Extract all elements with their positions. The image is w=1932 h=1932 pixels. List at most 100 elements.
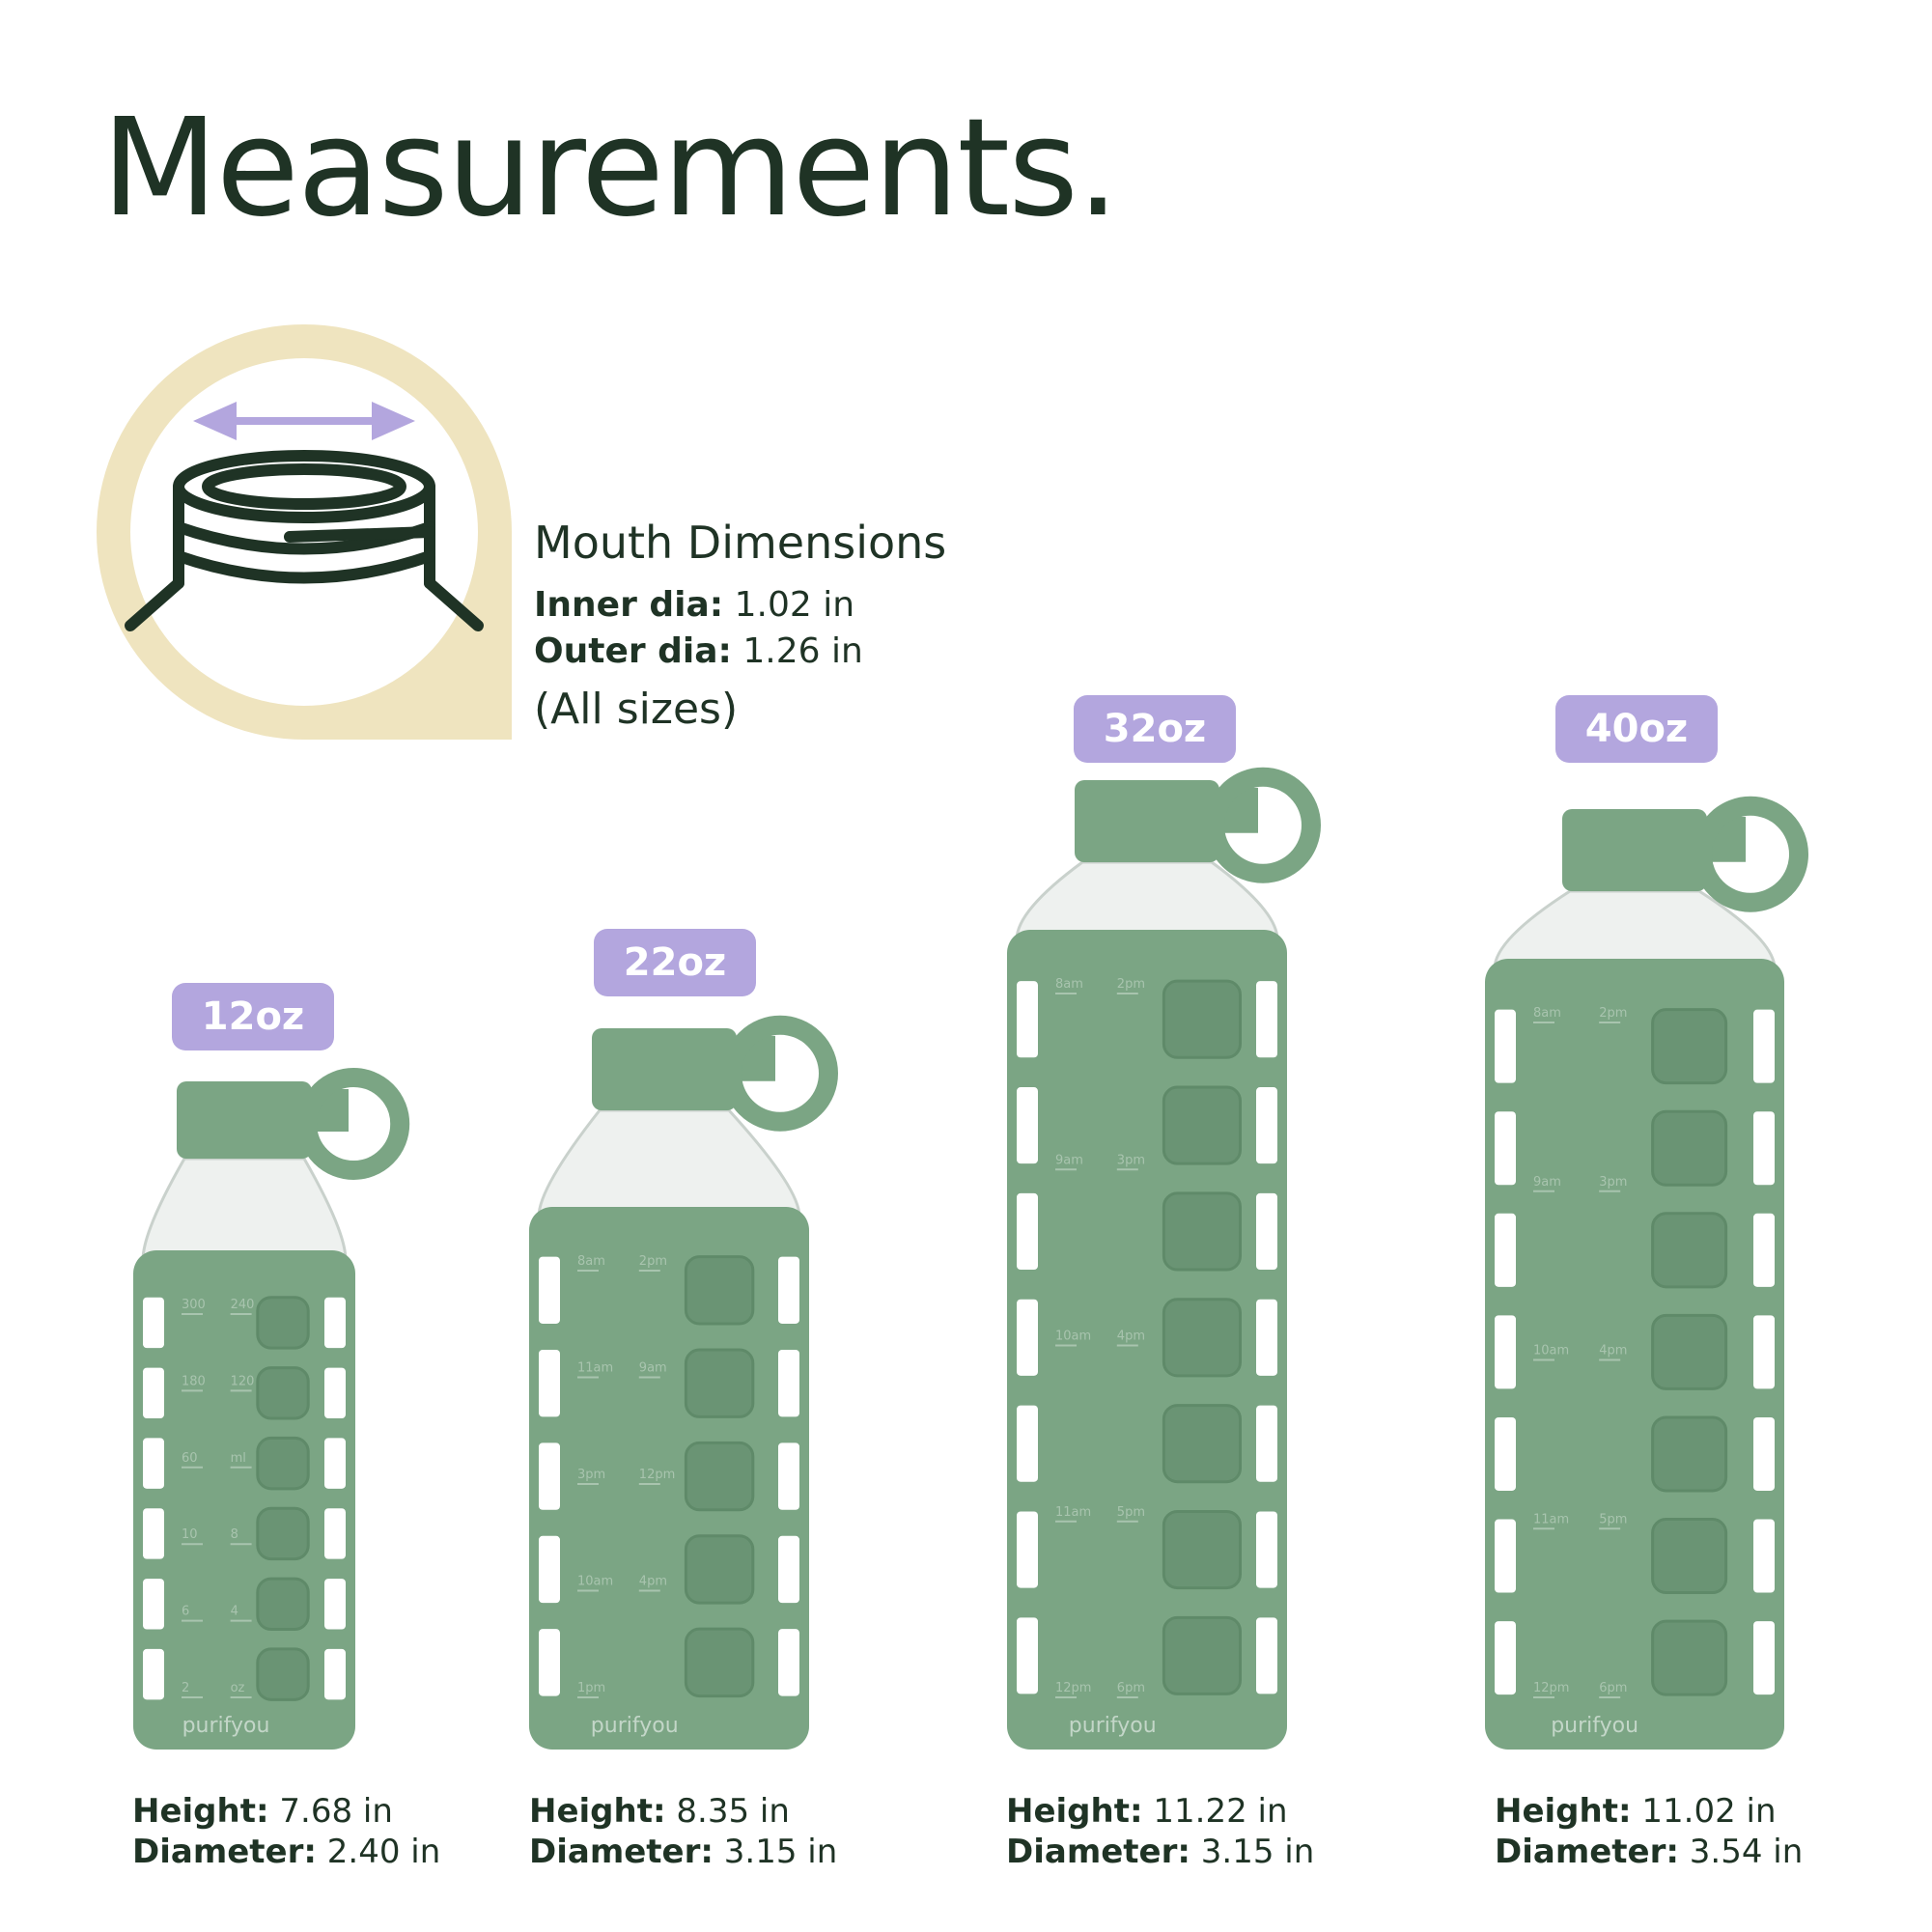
grip-pad [256,1506,310,1561]
grip-pad [1651,1313,1728,1390]
volume-mark: 6pm [1599,1681,1627,1695]
sleeve-window [539,1349,560,1417]
sleeve-window [1753,1416,1775,1491]
sleeve-window [539,1535,560,1604]
grip-pad [256,1366,310,1420]
silicone-sleeve [1007,930,1287,1750]
grip-pad [256,1436,310,1491]
sleeve-window [1753,1111,1775,1186]
sleeve-window [324,1579,346,1630]
diameter-value: 3.15 in [723,1833,838,1871]
grip-pad [1162,1191,1242,1272]
sleeve-window [1495,1621,1516,1695]
volume-mark: 3pm [577,1468,605,1482]
volume-mark: 11am [577,1361,613,1376]
inner-diameter: Inner dia: 1.02 in [534,582,946,629]
sleeve-window [1495,1519,1516,1593]
sleeve-window [778,1256,799,1324]
sleeve-window [1017,1087,1038,1164]
volume-mark: 3pm [1599,1175,1627,1190]
height-value: 11.22 in [1153,1792,1288,1831]
volume-mark: 9am [639,1361,667,1376]
grip-pad [684,1441,755,1512]
height-label: Height: [529,1792,666,1831]
sleeve-window [143,1508,164,1559]
volume-mark: ml [231,1451,246,1466]
volume-mark: 11am [1055,1505,1091,1520]
brand-logo: purifyou [1551,1714,1638,1738]
height-value: 7.68 in [279,1792,393,1831]
volume-mark: 9am [1533,1175,1561,1190]
grip-pad [1162,1085,1242,1165]
size-badge-40oz: 40oz [1555,695,1718,763]
mouth-dimensions: Mouth Dimensions Inner dia: 1.02 in Oute… [534,517,946,734]
sleeve-window [778,1629,799,1696]
diameter-label: Diameter: [1006,1833,1190,1871]
volume-mark: 10 [182,1527,198,1542]
sleeve-window [1017,1192,1038,1270]
sleeve-window [1753,1315,1775,1389]
sleeve-window [539,1629,560,1696]
sleeve-window [1495,1213,1516,1287]
size-badge-32oz: 32oz [1074,695,1236,763]
volume-mark: 1pm [577,1681,605,1695]
sleeve-window [1495,1416,1516,1491]
sleeve-window [1256,1192,1277,1270]
inner-diameter-value: 1.02 in [734,585,855,625]
volume-mark: 120 [231,1374,255,1388]
volume-mark: 300 [182,1298,206,1312]
grip-pad [684,1627,755,1698]
volume-mark: 4pm [1599,1344,1627,1358]
volume-mark: 5pm [1117,1505,1145,1520]
size-badge-12oz: 12oz [172,983,334,1050]
sleeve-window [1017,1511,1038,1588]
volume-mark: 6pm [1117,1681,1145,1695]
sleeve-window [1256,1299,1277,1376]
sleeve-window [1256,1405,1277,1482]
volume-mark: 4 [231,1605,238,1619]
grip-pad [1651,1415,1728,1493]
volume-mark: 8am [577,1254,605,1269]
volume-mark: 2pm [1117,977,1145,992]
volume-mark: 180 [182,1374,206,1388]
sleeve-window [1495,1111,1516,1186]
sleeve-window [143,1367,164,1419]
sleeve-window [1753,1621,1775,1695]
sleeve-window [1753,1213,1775,1287]
sleeve-window [324,1367,346,1419]
silicone-sleeve [529,1207,809,1750]
volume-mark: 6 [182,1605,189,1619]
height-label: Height: [1006,1792,1143,1831]
sleeve-window [1495,1315,1516,1389]
sleeve-window [324,1297,346,1349]
sleeve-window [1495,1009,1516,1083]
grip-pad [684,1255,755,1326]
bottle-mouth-illustration [97,324,512,740]
diameter-value: 2.40 in [326,1833,441,1871]
width-arrow-icon [193,402,415,440]
inner-diameter-label: Inner dia: [534,585,724,625]
sleeve-window [324,1508,346,1559]
volume-mark: 4pm [639,1575,667,1589]
sleeve-window [1753,1009,1775,1083]
outer-diameter-value: 1.26 in [742,631,863,671]
grip-pad [684,1534,755,1605]
brand-logo: purifyou [182,1714,270,1738]
sleeve-window [1017,981,1038,1058]
diameter-value: 3.54 in [1689,1833,1804,1871]
volume-mark: 8am [1533,1006,1561,1021]
volume-mark: 8am [1055,977,1083,992]
grip-pad [1651,1619,1728,1696]
grip-pad [1651,1109,1728,1187]
all-sizes-note: (All sizes) [534,685,739,734]
sleeve-window [324,1438,346,1489]
volume-mark: 8 [231,1527,238,1542]
dims-22oz: Height: 8.35 in Diameter: 3.15 in [529,1791,837,1872]
grip-pad [256,1577,310,1632]
grip-pad [1162,1404,1242,1484]
sleeve-window [539,1442,560,1510]
diameter-label: Diameter: [529,1833,714,1871]
sleeve-window [1017,1617,1038,1694]
